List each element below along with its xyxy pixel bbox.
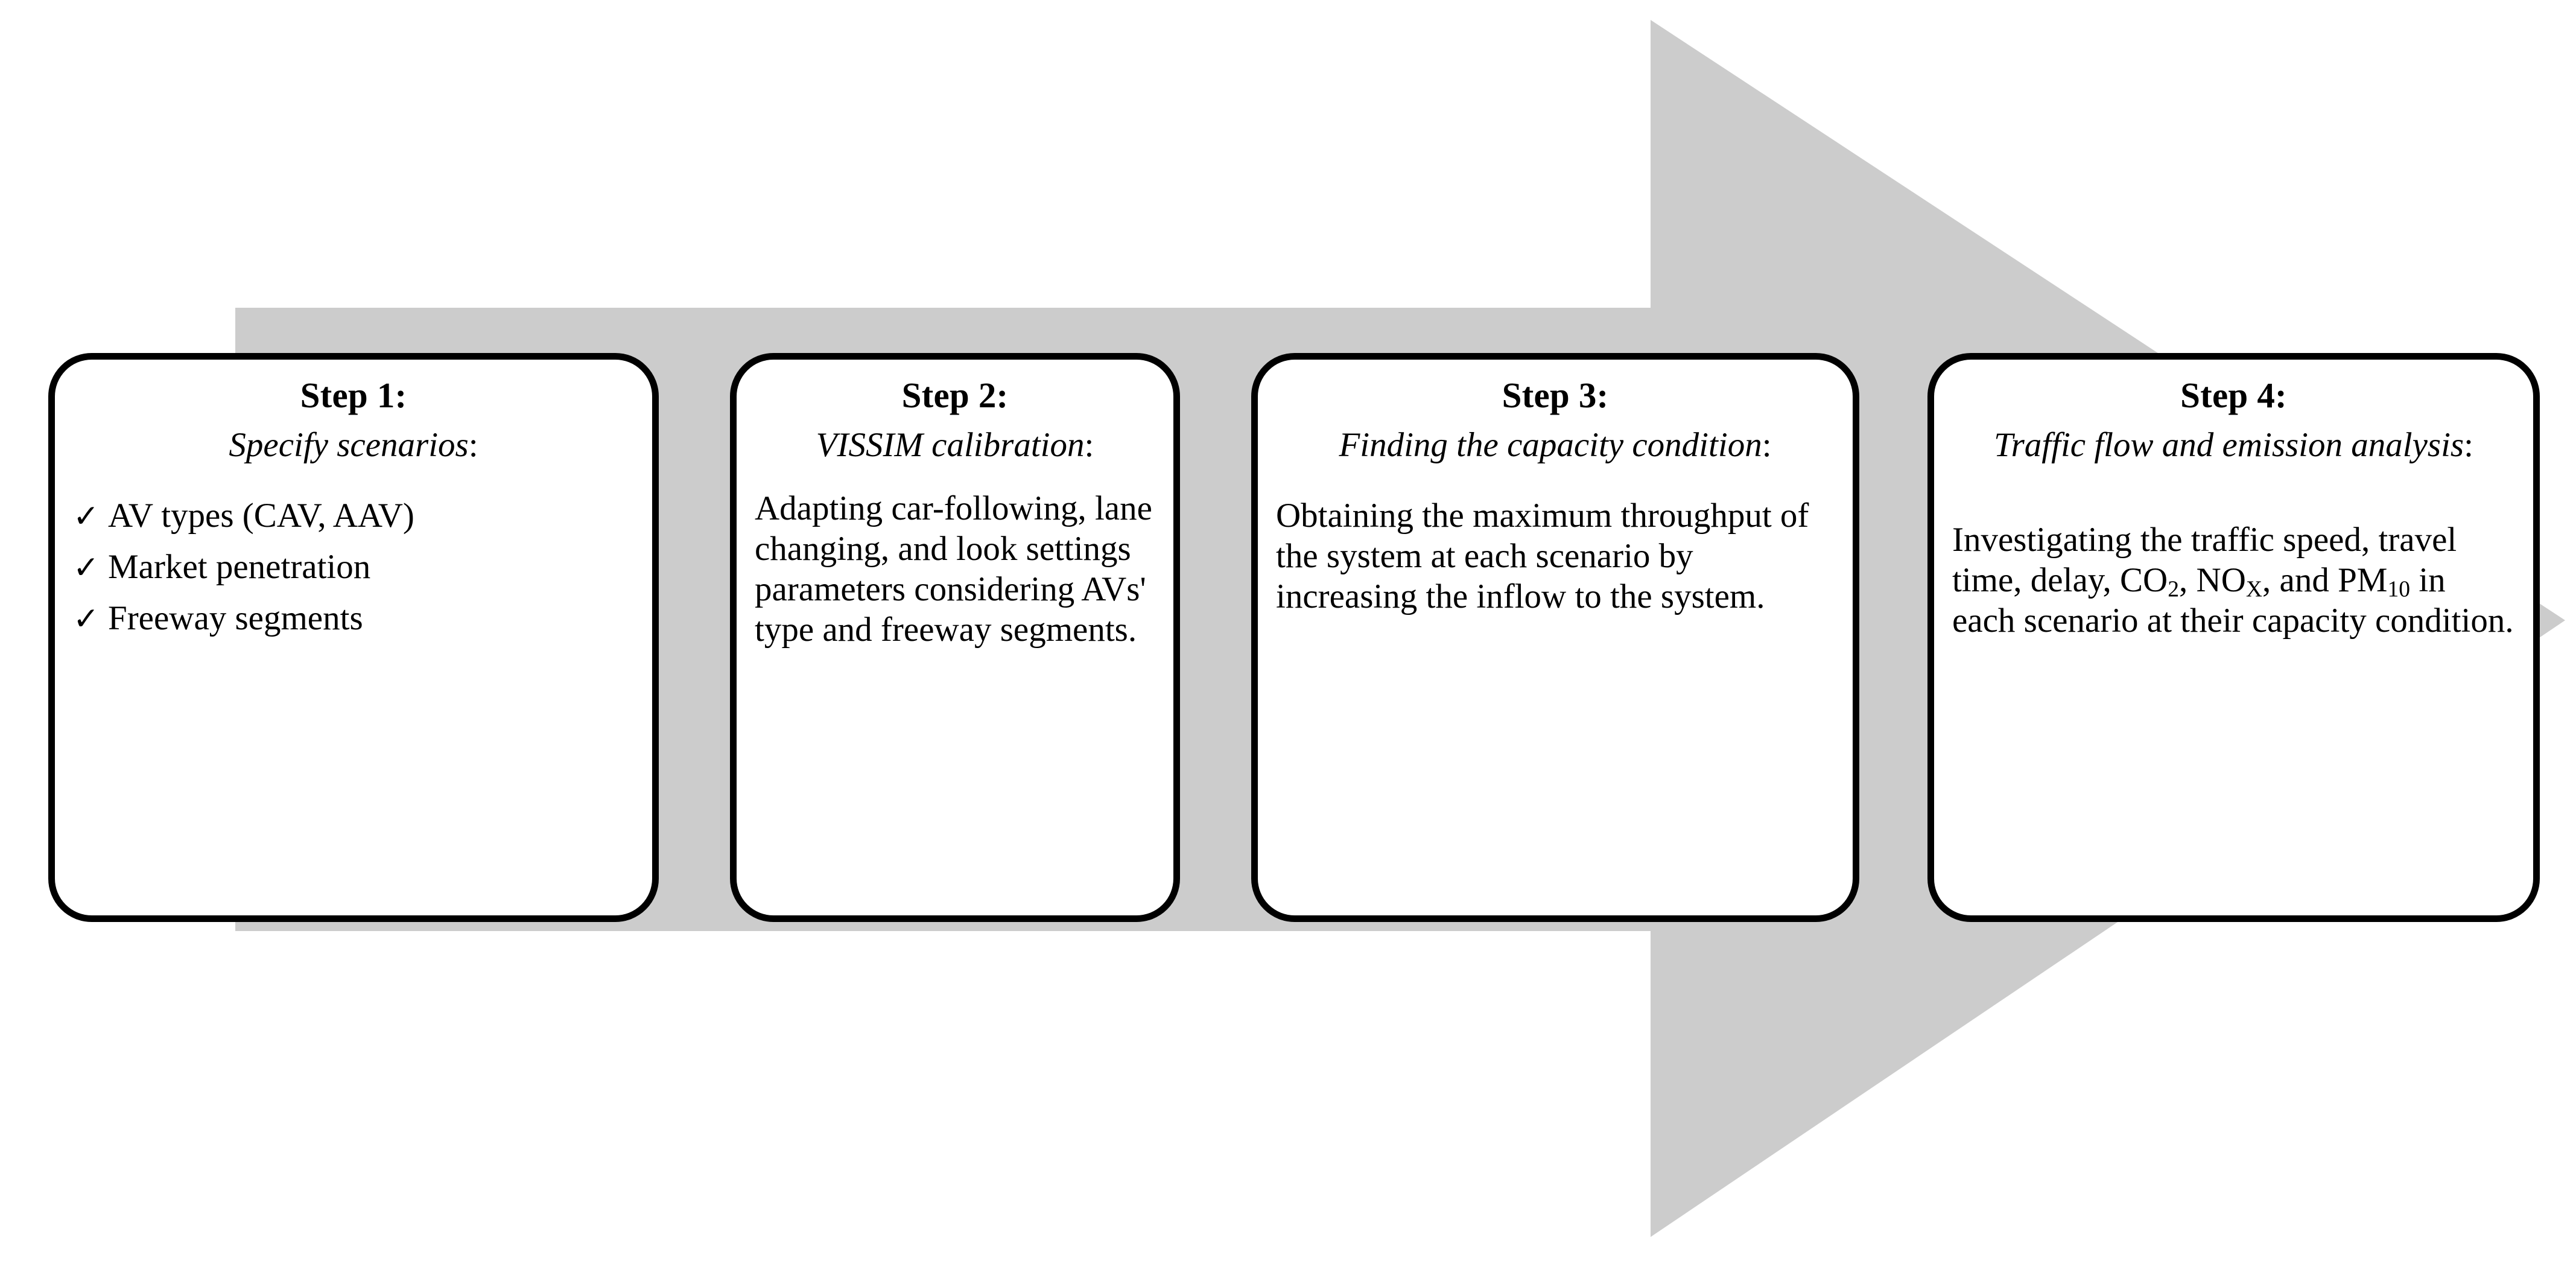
step-3-body: Obtaining the maximum throughput of the … xyxy=(1276,497,1809,615)
check-icon: ✓ xyxy=(73,498,100,535)
step-4-title: Step 4: xyxy=(2180,375,2287,415)
list-item[interactable]: ✓ Market penetration xyxy=(73,548,634,587)
step-4-subtitle-text: Traffic flow and emission analysis xyxy=(1994,426,2464,465)
step-1-title: Step 1: xyxy=(300,375,407,415)
bullet-label: Freeway segments xyxy=(108,599,363,637)
step-4-body-tail: in each scenario at their capacity condi… xyxy=(1952,561,2514,640)
step-box-4[interactable]: Step 4: Traffic flow and emission analys… xyxy=(1927,353,2540,922)
step-1-bullet-list: ✓ AV types (CAV, AAV) ✓ Market penetrati… xyxy=(73,497,634,637)
step-4-subtitle: Traffic flow and emission analysis: xyxy=(1952,426,2515,465)
check-icon: ✓ xyxy=(73,550,100,587)
step-4-body-text: Investigating the traffic speed, travel … xyxy=(1952,520,2515,641)
step-box-1[interactable]: Step 1: Specify scenarios: ✓ AV types (C… xyxy=(48,353,659,922)
co2-subscript: 2 xyxy=(2168,576,2180,602)
step-3-title: Step 3: xyxy=(1502,375,1609,415)
step-4-subtitle-colon: : xyxy=(2464,426,2473,465)
pm10-subscript: 10 xyxy=(2387,576,2411,602)
bullet-label: AV types (CAV, AAV) xyxy=(108,497,414,535)
step-2-body: Adapting car-following, lane changing, a… xyxy=(755,489,1152,649)
step-box-2[interactable]: Step 2: VISSIM calibration: Adapting car… xyxy=(730,353,1180,922)
bullet-label: Market penetration xyxy=(108,548,371,587)
step-2-subtitle-text: VISSIM calibration xyxy=(816,426,1085,465)
list-item[interactable]: ✓ AV types (CAV, AAV) xyxy=(73,497,634,535)
step-2-subtitle-colon: : xyxy=(1084,426,1094,465)
step-2-subtitle: VISSIM calibration: xyxy=(755,426,1155,465)
step-2-title: Step 2: xyxy=(901,375,1009,415)
step-1-subtitle-text: Specify scenarios xyxy=(229,426,469,465)
step-3-subtitle-text: Finding the capacity condition xyxy=(1339,426,1762,465)
step-4-body: Investigating the traffic speed, travel … xyxy=(1952,520,2515,641)
step-4-body-mid1: , NO xyxy=(2179,561,2246,600)
step-3-subtitle-colon: : xyxy=(1762,426,1772,465)
list-item[interactable]: ✓ Freeway segments xyxy=(73,599,634,638)
nox-subscript: X xyxy=(2245,576,2263,602)
step-3-subtitle: Finding the capacity condition: xyxy=(1276,426,1835,465)
step-1-subtitle-colon: : xyxy=(468,426,478,465)
step-1-subtitle: Specify scenarios: xyxy=(73,426,634,465)
check-icon: ✓ xyxy=(73,600,100,637)
step-4-body-lead: Investigating the traffic speed, travel … xyxy=(1952,521,2457,600)
step-box-3[interactable]: Step 3: Finding the capacity condition: … xyxy=(1251,353,1859,922)
step-1-body: ✓ AV types (CAV, AAV) ✓ Market penetrati… xyxy=(73,497,634,637)
step-4-body-mid2: , and PM xyxy=(2262,561,2388,600)
